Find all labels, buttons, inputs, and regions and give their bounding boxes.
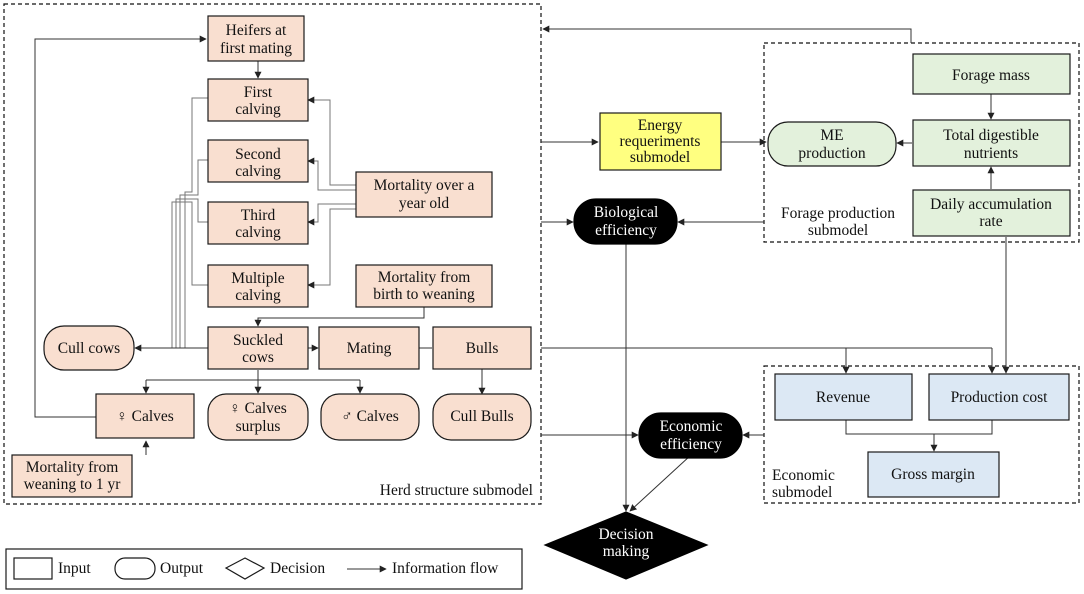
biological-efficiency-output: Biological efficiency — [573, 198, 678, 245]
legend-output-label: Output — [160, 560, 204, 577]
svg-text:first mating: first mating — [220, 40, 292, 57]
male-calves-output: ♂ Calves — [320, 393, 420, 441]
tdn-box: Total digestible nutrients — [912, 119, 1071, 167]
decision-making-node: Decision making — [543, 511, 709, 580]
svg-text:calving: calving — [235, 163, 281, 180]
svg-text:submodel: submodel — [630, 149, 690, 166]
forage-submodel-label: Forage production submodel — [781, 205, 895, 239]
legend-input-symbol — [13, 557, 53, 580]
forage-submodel-frame — [763, 42, 1080, 243]
svg-text:rate: rate — [979, 213, 1002, 230]
svg-text:Suckled: Suckled — [233, 332, 283, 349]
svg-text:Second: Second — [235, 146, 281, 163]
me-production-output: ME production — [767, 121, 897, 167]
svg-text:Revenue: Revenue — [816, 389, 870, 406]
svg-text:Multiple: Multiple — [231, 270, 285, 287]
multiple-calving-box: Multiple calving — [207, 264, 309, 308]
svg-text:Cull cows: Cull cows — [58, 340, 120, 357]
energy-requirements-box: Energy requeriments submodel — [599, 112, 722, 171]
suckled-cows-box: Suckled cows — [207, 326, 309, 370]
legend: Input Output Decision Information flow — [5, 548, 523, 590]
production-cost-box: Production cost — [928, 373, 1070, 421]
mortality-year-box: Mortality over a year old — [355, 171, 493, 218]
svg-text:♀ Calves: ♀ Calves — [116, 408, 174, 425]
svg-text:Gross margin: Gross margin — [891, 466, 975, 483]
svg-text:Mortality over a: Mortality over a — [374, 177, 475, 194]
svg-text:weaning to 1 yr: weaning to 1 yr — [24, 476, 122, 493]
svg-text:production: production — [798, 145, 865, 162]
svg-text:submodel: submodel — [808, 222, 868, 239]
legend-input-label: Input — [58, 560, 91, 577]
svg-text:year old: year old — [399, 195, 450, 212]
svg-text:Forage production: Forage production — [781, 205, 895, 222]
svg-text:making: making — [603, 543, 650, 560]
svg-text:♂ Calves: ♂ Calves — [341, 408, 399, 425]
svg-text:Biological: Biological — [594, 204, 659, 221]
herd-submodel-frame — [3, 3, 542, 505]
economic-submodel-label: Economic submodel — [772, 467, 835, 501]
connectors — [34, 25, 1010, 512]
svg-text:Economic: Economic — [772, 467, 835, 484]
third-calving-box: Third calving — [207, 201, 309, 245]
mortality-weaning-box: Mortality from weaning to 1 yr — [11, 454, 133, 498]
svg-text:First: First — [244, 84, 273, 101]
svg-text:requeriments: requeriments — [620, 133, 701, 150]
svg-text:Forage mass: Forage mass — [952, 67, 1030, 84]
calves-surplus-output: ♀ Calves surplus — [207, 393, 309, 441]
svg-text:Daily accumulation: Daily accumulation — [930, 196, 1052, 213]
svg-text:Cull Bulls: Cull Bulls — [450, 408, 513, 425]
forage-mass-box: Forage mass — [912, 53, 1071, 95]
daily-accumulation-box: Daily accumulation rate — [912, 189, 1071, 237]
svg-text:Production cost: Production cost — [951, 389, 1049, 406]
svg-text:Mortality from: Mortality from — [26, 459, 119, 476]
legend-decision-label: Decision — [270, 560, 325, 577]
svg-text:Mating: Mating — [347, 340, 392, 357]
legend-flow-label: Information flow — [392, 560, 499, 577]
svg-text:Third: Third — [241, 207, 276, 224]
svg-text:Economic: Economic — [660, 418, 723, 435]
gross-margin-box: Gross margin — [867, 451, 1000, 498]
svg-text:Decision: Decision — [598, 526, 653, 543]
cull-cows-output: Cull cows — [43, 325, 135, 371]
svg-text:Bulls: Bulls — [466, 340, 499, 357]
herd-submodel-label: Herd structure submodel — [380, 482, 533, 499]
svg-text:nutrients: nutrients — [964, 145, 1018, 162]
svg-text:Total digestible: Total digestible — [943, 127, 1039, 144]
female-calves-box: ♀ Calves — [95, 393, 195, 439]
svg-text:Energy: Energy — [638, 117, 683, 134]
svg-text:efficiency: efficiency — [660, 436, 722, 453]
cull-bulls-output: Cull Bulls — [432, 393, 532, 441]
revenue-box: Revenue — [774, 373, 913, 421]
mating-box: Mating — [318, 326, 420, 370]
svg-text:calving: calving — [235, 101, 281, 118]
svg-text:cows: cows — [242, 349, 274, 366]
mortality-birth-box: Mortality from birth to weaning — [355, 264, 493, 308]
svg-text:birth to weaning: birth to weaning — [373, 286, 475, 303]
svg-text:calving: calving — [235, 224, 281, 241]
svg-text:submodel: submodel — [772, 484, 832, 501]
legend-output-symbol — [114, 557, 156, 580]
svg-text:Mortality from: Mortality from — [378, 269, 471, 286]
svg-text:calving: calving — [235, 287, 281, 304]
svg-text:♀ Calves: ♀ Calves — [229, 400, 287, 417]
heifers-box: Heifers at first mating — [207, 15, 305, 62]
second-calving-box: Second calving — [207, 139, 309, 183]
legend-frame — [5, 548, 523, 590]
legend-decision-symbol — [224, 557, 266, 580]
svg-text:surplus: surplus — [236, 418, 281, 435]
svg-text:efficiency: efficiency — [595, 222, 657, 239]
first-calving-box: First calving — [207, 78, 309, 122]
economic-efficiency-output: Economic efficiency — [638, 412, 743, 459]
svg-text:Heifers at: Heifers at — [226, 22, 287, 39]
bulls-box: Bulls — [432, 326, 532, 370]
svg-text:ME: ME — [820, 127, 843, 144]
